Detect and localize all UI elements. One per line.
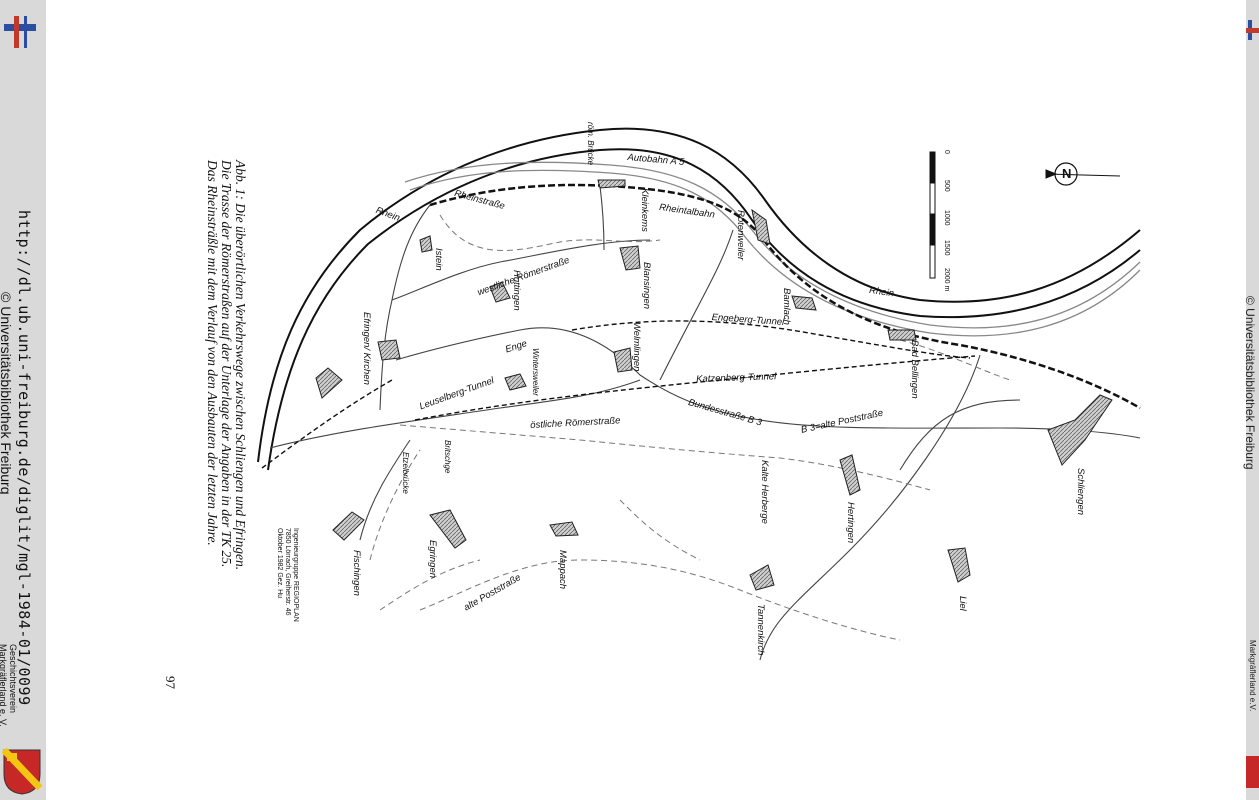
- scale-tick-0: 0: [943, 150, 950, 154]
- label-liel: Liel: [957, 596, 968, 611]
- label-welmlingen: Welmlingen: [631, 322, 642, 372]
- autobahn-a5: [404, 161, 1141, 337]
- label-huttingen: Huttingen: [511, 270, 522, 311]
- north-arrow-icon: [1045, 162, 1121, 186]
- coat-of-arms-icon-right: [1246, 756, 1259, 788]
- settlement-fischingen: [332, 511, 365, 541]
- settlement-efringen: [377, 339, 401, 361]
- north-label: N: [1062, 166, 1072, 181]
- settlement-mappach: [549, 521, 579, 537]
- scale-tick-1000: 1000: [943, 210, 950, 226]
- label-bad-bellingen: Bad Bellingen: [909, 340, 920, 399]
- label-egringen: Egringen: [427, 540, 438, 579]
- scale-tick-1500: 1500: [943, 240, 950, 256]
- label-etzelbrucke: Etzelbrücke: [401, 452, 410, 494]
- label-schliengen: Schliengen: [1075, 468, 1086, 516]
- settlement-bad-bellingen: [887, 329, 917, 341]
- settlement-egringen: [429, 509, 467, 549]
- settlement-blansingen: [619, 245, 641, 271]
- label-rom-brucke: röm. Brücke: [586, 122, 595, 166]
- viewer-left-strip: [0, 0, 46, 800]
- roman-roads: [369, 214, 1011, 641]
- label-istein: Istein: [433, 248, 444, 271]
- settlement-kleinkems: [597, 179, 626, 189]
- settlement-rotenweiler: [751, 208, 771, 245]
- label-hertingen: Hertingen: [845, 502, 856, 544]
- local-roads: [269, 185, 1141, 661]
- label-rotenweiler: Rotenweiler: [735, 210, 746, 261]
- label-kalte-herberge: Kalte Herberge: [759, 460, 770, 524]
- settlement-bamlach: [791, 295, 817, 311]
- settlement-istein: [419, 235, 433, 253]
- label-blansingen: Blansingen: [641, 262, 652, 310]
- scale-bar: [929, 151, 936, 279]
- flag-icon-right[interactable]: [1246, 18, 1259, 42]
- viewer-right-strip: [1246, 0, 1259, 800]
- label-britschge: Britschge: [443, 440, 452, 474]
- settlement-liel: [947, 547, 971, 583]
- flag-icon[interactable]: [0, 14, 40, 50]
- label-mappach: Mappach: [557, 550, 568, 590]
- settlement-huttingen: [489, 281, 511, 303]
- scale-tick-500: 500: [943, 180, 950, 192]
- tunnels: [261, 320, 976, 469]
- settlement-efringen-west: [315, 367, 343, 399]
- rhein-river: [257, 127, 1141, 471]
- settlement-tannenkirch: [749, 564, 775, 591]
- label-wintersweiler: Wintersweiler: [531, 348, 540, 396]
- label-fischingen: Fischingen: [351, 550, 362, 596]
- settlement-schliengen: [1047, 394, 1113, 466]
- settlement-wintersweiler: [504, 373, 527, 391]
- settlement-welmlingen: [613, 347, 633, 373]
- scale-tick-2000: 2000 m: [943, 268, 950, 292]
- label-efringen: Efringen/ Kirchen: [361, 312, 372, 385]
- label-tannenkirch: Tannenkirch: [755, 604, 766, 656]
- coat-of-arms-icon: [2, 748, 42, 795]
- settlement-hertingen: [839, 454, 861, 496]
- settlements: [315, 179, 1113, 591]
- label-kleinkems: Kleinkems: [639, 188, 650, 232]
